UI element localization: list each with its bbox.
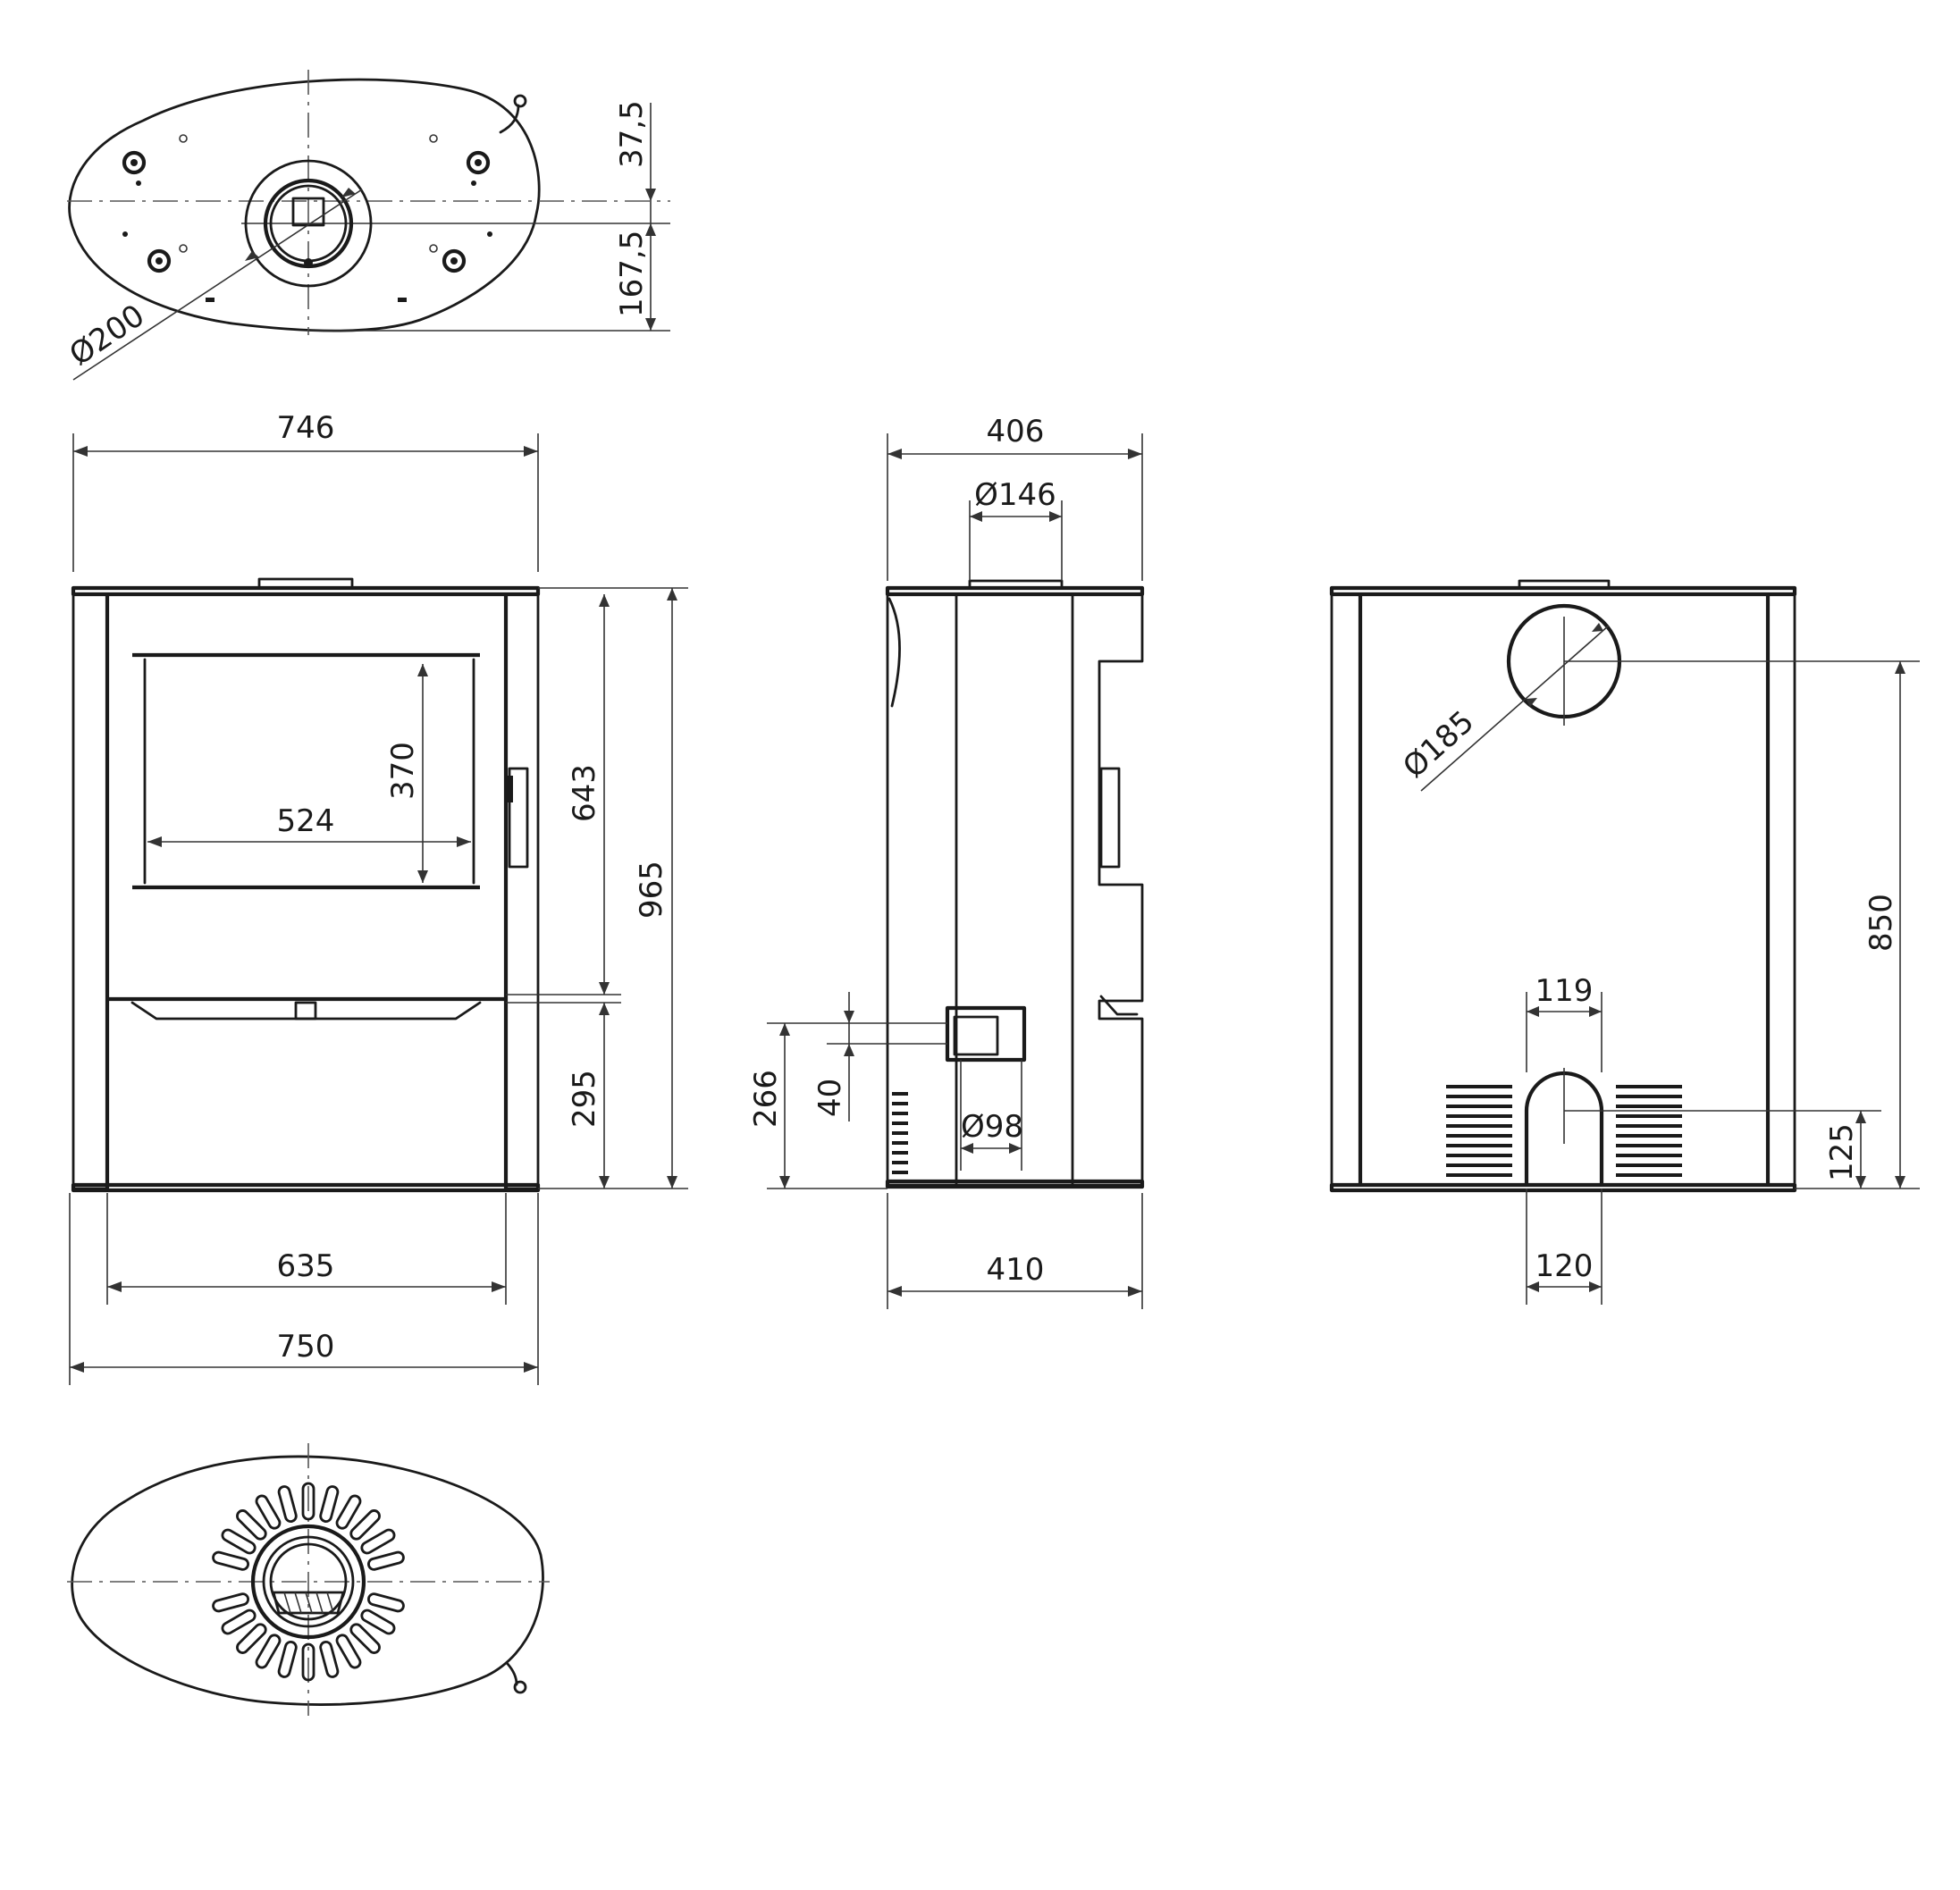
side-vent-slots [892,1092,908,1174]
side-bottom-plate [885,1179,1145,1189]
rear-flue-collar [1518,579,1611,590]
side-air-inlet [945,1005,1027,1063]
bolt-icon [147,248,172,273]
top-view: Ø200 37,5 167,5 [63,70,670,381]
side-flue-diameter-label: Ø146 [974,477,1056,513]
rear-inlet-bottom-width-label: 120 [1535,1248,1594,1284]
bottom-outline [71,1455,544,1706]
bottom-hook-ring-icon [513,1680,527,1694]
front-flue-collar [257,577,354,590]
rear-bottom-plate [1329,1182,1797,1193]
front-left-pillar [72,592,109,1190]
top-small-holes [122,134,492,302]
side-base-depth-label: 410 [987,1252,1045,1288]
top-offset-back-label: 167,5 [614,231,650,317]
front-ashpan-knob[interactable] [294,1001,317,1021]
side-front-curve [887,597,902,708]
front-view: 746 370 524 643 295 965 635 750 [69,410,688,1385]
front-bottom-plate [71,1182,541,1193]
side-air-diameter-label: Ø98 [961,1109,1023,1145]
front-ashpan-lip [130,1001,482,1021]
rear-view: Ø185 850 [1329,579,1920,1305]
front-lower-height-label: 295 [567,1070,602,1128]
front-top-width-label: 746 [277,410,335,446]
side-door-handle[interactable] [1099,767,1121,869]
bolt-icon [442,248,467,273]
side-view: 406 Ø146 266 40 Ø98 410 [748,414,1145,1309]
front-base-width-label: 750 [277,1329,335,1365]
front-total-height-label: 965 [634,861,669,919]
bottom-hook-icon [506,1662,518,1686]
top-collar-outer [244,159,373,288]
bottom-radial-slots [212,1482,405,1682]
top-bolts [122,150,491,273]
bottom-grate-outer [250,1524,366,1640]
bottom-view [67,1443,550,1716]
side-flue-collar [968,579,1064,590]
front-door-height-label: 643 [567,764,602,822]
top-collar-dot [304,258,313,267]
side-top-depth-label: 406 [987,414,1045,449]
rear-flue-diameter-label: Ø185 [1396,704,1481,785]
side-air-gap-label: 40 [812,1079,848,1117]
front-glass-width-label: 524 [277,803,335,839]
hook-ring-icon [513,94,527,108]
bottom-grate-bars [272,1591,345,1615]
rear-left-pillar [1330,592,1362,1187]
bottom-grate-inner [262,1535,355,1628]
side-ashpan-lip [1099,995,1139,1016]
rear-inlet-height-label: 125 [1824,1123,1860,1181]
rear-flue-diameter-leader [1420,625,1610,792]
top-flue-diameter-label: Ø200 [63,298,151,373]
side-body-outline [886,592,1144,1187]
bolt-icon [466,150,491,175]
rear-vent-right [1616,1085,1682,1177]
rear-inlet-top-width-label: 119 [1535,973,1594,1009]
side-air-height-label: 266 [748,1070,784,1128]
front-glass-height-label: 370 [385,742,421,800]
hook-icon [499,104,520,134]
rear-right-pillar [1766,592,1796,1187]
top-offset-front-label: 37,5 [614,100,650,168]
front-inner-width-label: 635 [277,1248,335,1284]
side-air-inlet-inner [953,1015,999,1056]
front-door-handle[interactable] [508,767,529,869]
front-right-pillar [504,592,540,1190]
rear-flue-height-label: 850 [1863,894,1899,952]
top-flue-diameter-leader [72,189,363,381]
bolt-icon [122,150,147,175]
rear-vent-left [1446,1085,1512,1177]
top-outline [68,78,541,332]
